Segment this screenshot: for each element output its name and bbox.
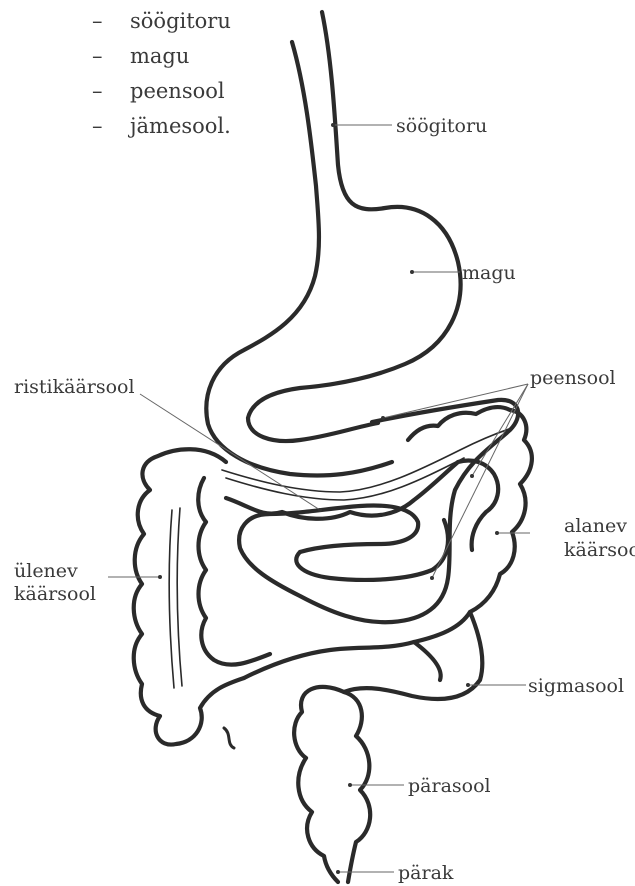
label-transverse-colon: ristikäärsool <box>14 376 135 398</box>
label-stomach: magu <box>462 262 516 284</box>
label-esophagus: söögitoru <box>396 115 487 137</box>
label-descending-colon-line1: alanev <box>564 515 627 537</box>
label-ascending-colon-line1: ülenev <box>14 560 78 582</box>
label-sigmoid-colon: sigmasool <box>528 675 624 697</box>
label-rectum: pärasool <box>408 775 491 797</box>
label-descending-colon-line2: käärsool <box>564 539 635 561</box>
small-intestine-outline <box>222 400 518 622</box>
large-intestine-outline <box>134 407 532 882</box>
label-anus: pärak <box>398 862 454 884</box>
label-ascending-colon-line2: käärsool <box>14 583 96 605</box>
label-small-intestine: peensool <box>530 367 616 389</box>
esophagus-stomach-outline <box>206 12 460 476</box>
